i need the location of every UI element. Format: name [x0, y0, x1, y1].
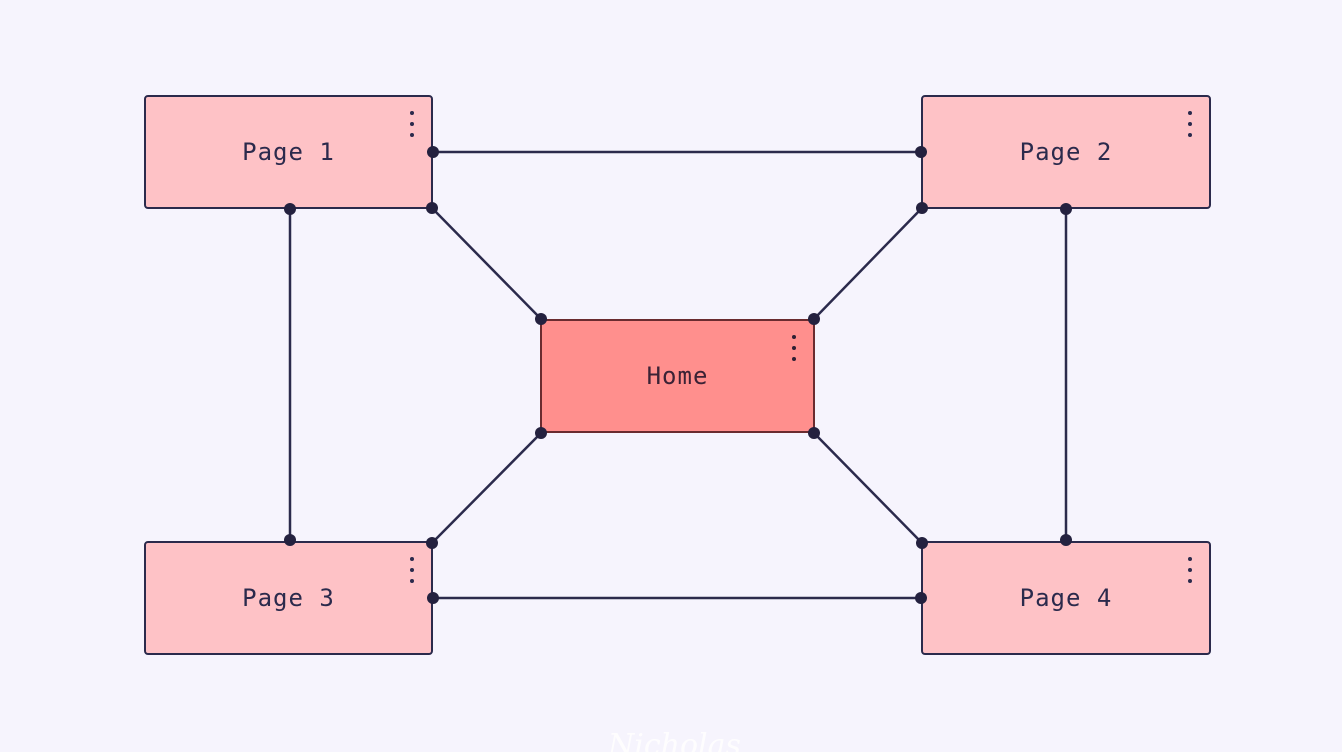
port-dot[interactable]: [915, 592, 927, 604]
kebab-menu-icon[interactable]: [1187, 111, 1193, 137]
port-dot[interactable]: [427, 146, 439, 158]
port-dot[interactable]: [1060, 534, 1072, 546]
port-dot[interactable]: [426, 202, 438, 214]
node-page-1[interactable]: Page 1: [144, 95, 433, 209]
node-label: Page 1: [242, 138, 335, 166]
node-page-3[interactable]: Page 3: [144, 541, 433, 655]
node-page-4[interactable]: Page 4: [921, 541, 1211, 655]
port-dot[interactable]: [535, 313, 547, 325]
port-dot[interactable]: [808, 427, 820, 439]
kebab-menu-icon[interactable]: [791, 335, 797, 361]
watermark: Nicholas: [608, 728, 741, 752]
edge-page1-home: [431, 207, 542, 320]
kebab-menu-icon[interactable]: [409, 111, 415, 137]
node-label: Home: [646, 362, 709, 390]
port-dot[interactable]: [426, 537, 438, 549]
port-dot[interactable]: [915, 146, 927, 158]
port-dot[interactable]: [284, 534, 296, 546]
node-label: Page 3: [242, 584, 335, 612]
port-dot[interactable]: [1060, 203, 1072, 215]
edge-page4-home: [813, 432, 923, 544]
node-label: Page 2: [1019, 138, 1113, 166]
port-dot[interactable]: [535, 427, 547, 439]
edge-page3-home: [431, 432, 542, 544]
node-home[interactable]: Home: [540, 319, 815, 433]
node-label: Page 4: [1019, 584, 1113, 612]
port-dot[interactable]: [284, 203, 296, 215]
port-dot[interactable]: [808, 313, 820, 325]
port-dot[interactable]: [916, 202, 928, 214]
port-dot[interactable]: [427, 592, 439, 604]
port-dot[interactable]: [916, 537, 928, 549]
edge-page2-home: [813, 207, 923, 320]
kebab-menu-icon[interactable]: [409, 557, 415, 583]
kebab-menu-icon[interactable]: [1187, 557, 1193, 583]
